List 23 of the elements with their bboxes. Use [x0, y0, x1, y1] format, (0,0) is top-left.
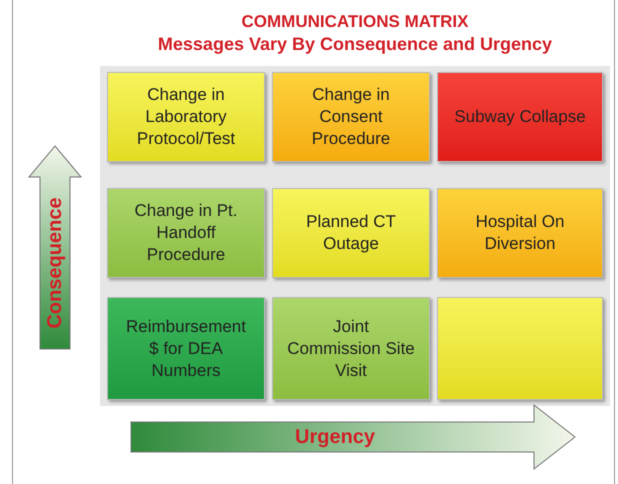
- matrix-cell: [437, 72, 603, 162]
- title: COMMUNICATIONS MATRIX: [240, 12, 470, 32]
- matrix-cell: [272, 188, 430, 278]
- cell-text: Reimbursement $ for DEA Numbers: [125, 316, 247, 382]
- matrix-cell: [272, 72, 430, 162]
- up-arrow: [28, 145, 82, 350]
- cell-text: Change in Pt. Handoff Procedure: [133, 200, 238, 266]
- axis-label: Urgency: [295, 425, 376, 449]
- cell-text: Hospital On Diversion: [474, 211, 566, 255]
- cell-text: Change in Laboratory Protocol/Test: [136, 84, 236, 150]
- matrix-cell: [437, 297, 603, 400]
- subtitle: Messages Vary By Consequence and Urgency: [156, 33, 554, 55]
- right-arrow: [130, 404, 576, 470]
- matrix-cell: [437, 188, 603, 278]
- matrix-cell: [107, 72, 265, 162]
- cell-text: Subway Collapse: [454, 106, 586, 128]
- axis-label: Consequence: [43, 197, 67, 329]
- matrix-cell: [107, 297, 265, 400]
- cell-text: Change in Consent Procedure: [310, 84, 392, 150]
- matrix-cell: [272, 297, 430, 400]
- cell-text: Planned CT Outage: [305, 211, 397, 255]
- cell-text: Joint Commission Site Visit: [286, 316, 416, 382]
- matrix-cell: [107, 188, 265, 278]
